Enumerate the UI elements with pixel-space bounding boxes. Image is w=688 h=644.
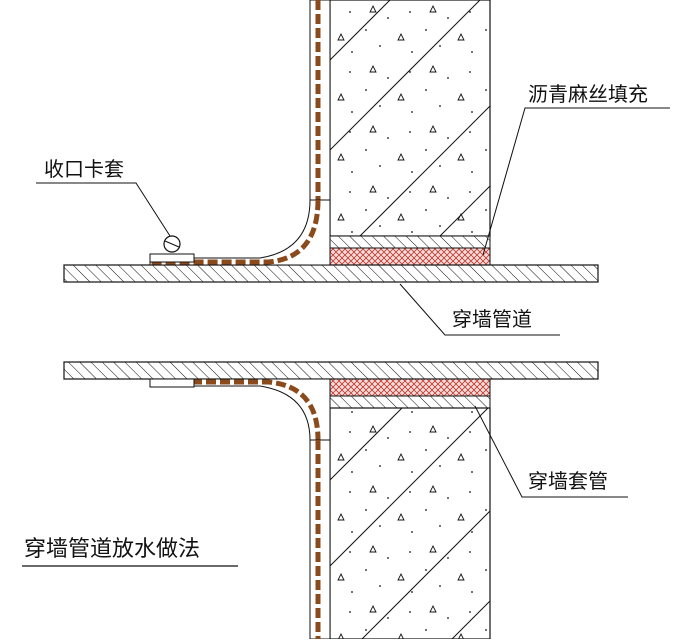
lower-sleeve	[329, 395, 491, 409]
label-pipe: 穿墙管道	[452, 307, 532, 331]
collar-leader	[36, 182, 171, 237]
lower-pipe	[63, 361, 599, 380]
lower-wall-concrete	[329, 407, 491, 640]
asphalt-leader	[482, 107, 670, 256]
diagram-title: 穿墙管道放水做法	[24, 537, 200, 562]
pipe-leader	[399, 283, 560, 336]
upper-pipe	[63, 264, 599, 283]
collar-clamp-icon	[149, 235, 195, 263]
lower-wall-diagonals	[329, 407, 491, 640]
upper-wall-diagonals	[329, 0, 491, 237]
upper-asphalt-fill	[329, 247, 491, 266]
label-collar: 收口卡套	[44, 157, 124, 181]
upper-detail: 收口卡套 沥青麻丝填充 穿墙管道	[36, 0, 670, 336]
upper-wall-concrete	[329, 0, 491, 237]
label-sleeve: 穿墙套管	[528, 469, 608, 493]
lower-asphalt-fill	[329, 378, 491, 397]
upper-membrane	[149, 0, 331, 266]
sleeve-leader	[474, 405, 628, 498]
lower-membrane	[149, 378, 331, 640]
lower-collar-plate	[149, 378, 195, 388]
label-asphalt-fill: 沥青麻丝填充	[528, 82, 648, 106]
upper-sleeve	[329, 235, 491, 249]
lower-detail: 穿墙套管	[63, 361, 628, 640]
